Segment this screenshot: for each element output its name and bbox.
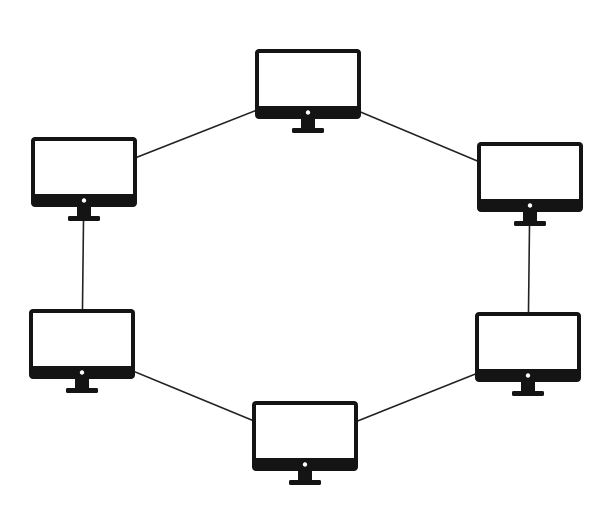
power-dot-icon xyxy=(81,198,87,203)
monitor-screen xyxy=(35,141,133,194)
monitor-stand xyxy=(523,211,537,222)
nodes-layer xyxy=(29,49,583,485)
monitor-screen xyxy=(259,53,357,106)
computer-node-upper-right xyxy=(477,142,583,226)
computer-node-lower-left xyxy=(29,309,135,393)
computer-node-bottom xyxy=(252,401,358,485)
monitor-base xyxy=(68,216,100,221)
power-dot-icon xyxy=(525,373,531,378)
monitor-base xyxy=(289,480,321,485)
power-dot-icon xyxy=(527,203,533,208)
computer-node-upper-left xyxy=(31,137,137,221)
monitor-screen xyxy=(479,316,577,369)
power-dot-icon xyxy=(302,462,308,467)
monitor-stand xyxy=(301,118,315,129)
monitor-base xyxy=(512,391,544,396)
monitor-base xyxy=(514,221,546,226)
power-dot-icon xyxy=(79,370,85,375)
computer-node-lower-right xyxy=(475,312,581,396)
monitor-stand xyxy=(75,378,89,389)
monitor-stand xyxy=(77,206,91,217)
computer-node-top xyxy=(255,49,361,133)
monitor-screen xyxy=(256,405,354,458)
monitor-screen xyxy=(481,146,579,199)
power-dot-icon xyxy=(305,110,311,115)
monitor-base xyxy=(66,388,98,393)
monitor-stand xyxy=(298,470,312,481)
monitor-screen xyxy=(33,313,131,366)
monitor-base xyxy=(292,128,324,133)
monitor-stand xyxy=(521,381,535,392)
